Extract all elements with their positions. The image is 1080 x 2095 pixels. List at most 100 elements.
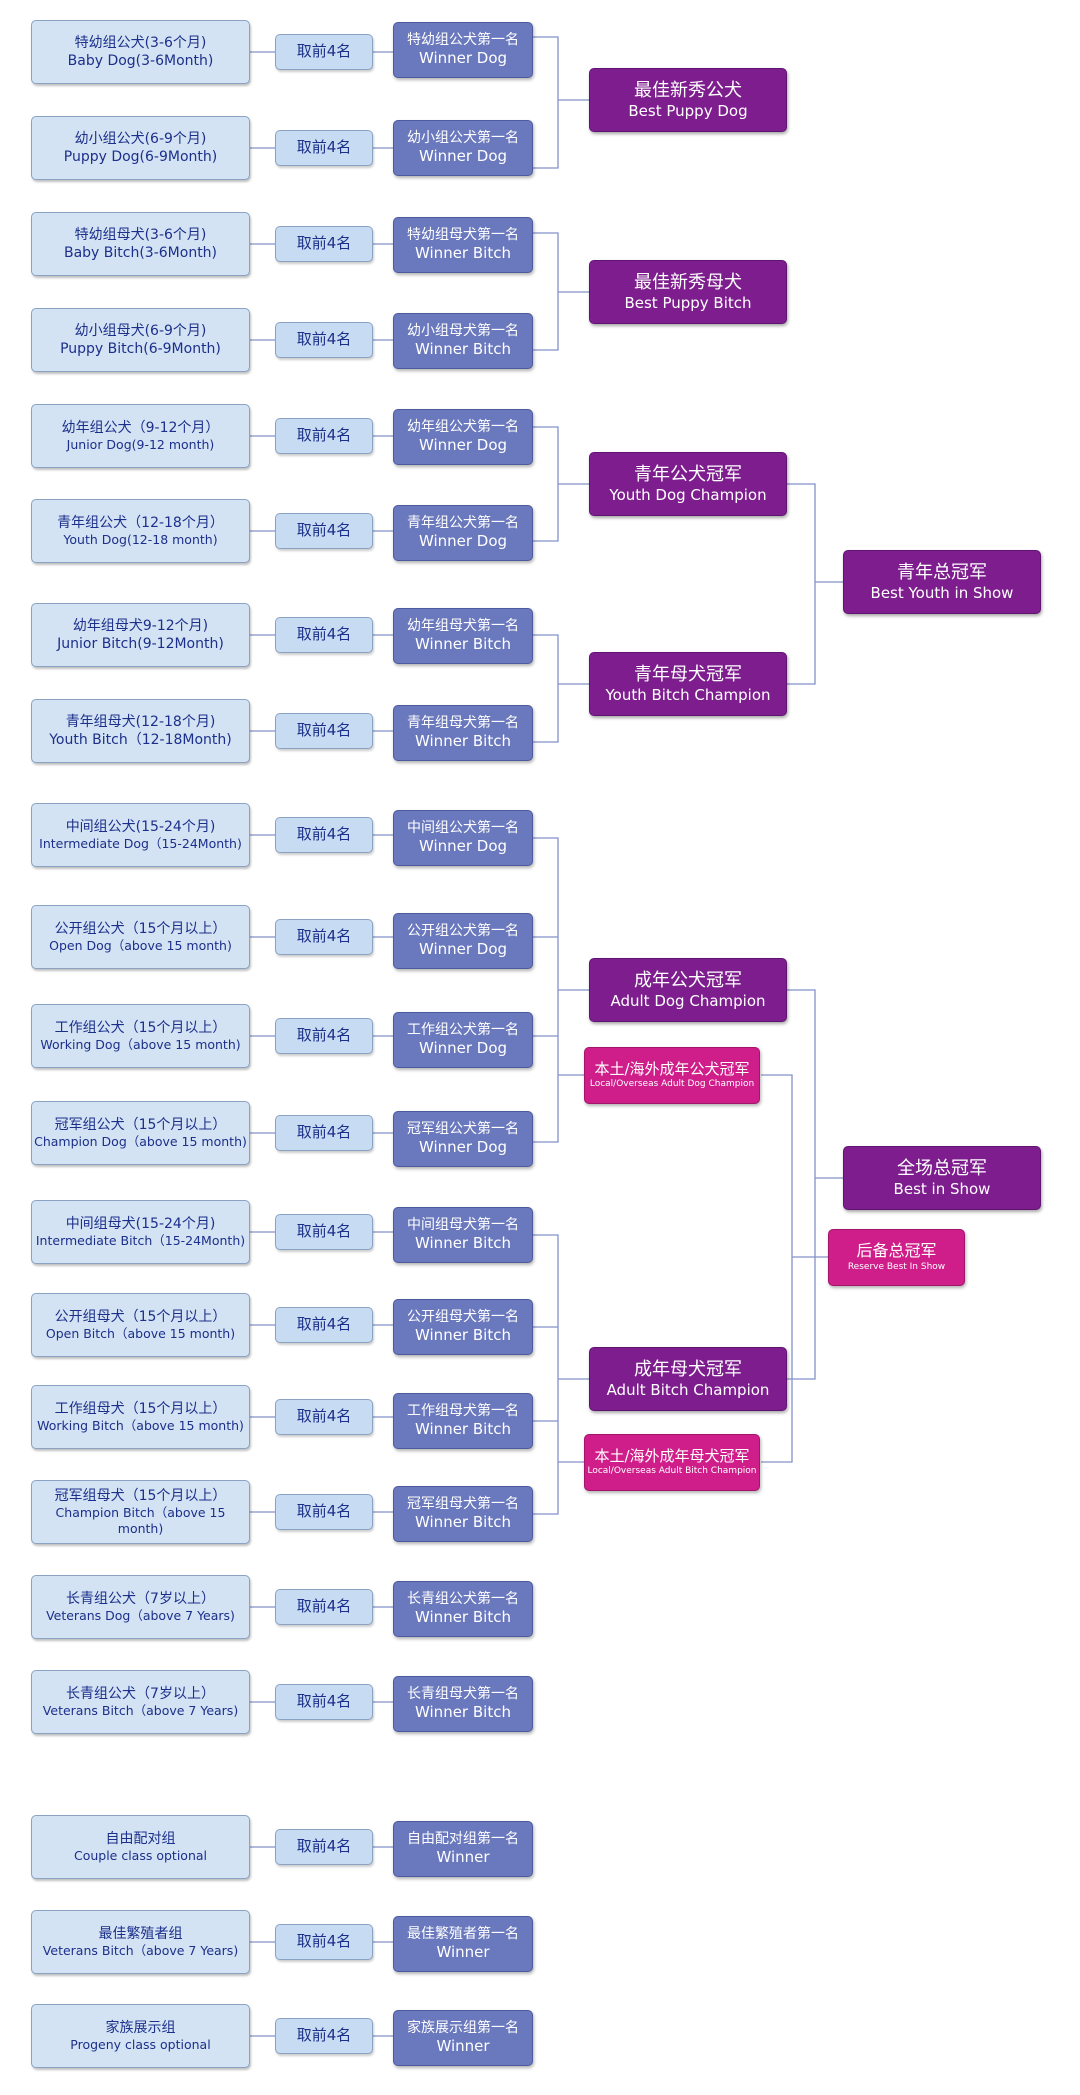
top4-box: 取前4名 bbox=[275, 322, 373, 358]
class-name-cn: 幼小组公犬(6-9个月) bbox=[74, 130, 207, 147]
top4-box: 取前4名 bbox=[275, 919, 373, 955]
winner-title-cn: 中间组母犬第一名 bbox=[407, 1217, 519, 1234]
winner-title-cn: 长青组母犬第一名 bbox=[407, 1686, 519, 1703]
champion-title-cn: 全场总冠军 bbox=[897, 1157, 987, 1179]
class-box-veterans-dog: 长青组公犬（7岁以上）Veterans Dog（above 7 Years) bbox=[31, 1575, 250, 1639]
class-box-baby-bitch: 特幼组母犬(3-6个月)Baby Bitch(3-6Month) bbox=[31, 212, 250, 276]
top4-box: 取前4名 bbox=[275, 1684, 373, 1720]
winner-title-cn: 工作组母犬第一名 bbox=[407, 1403, 519, 1420]
class-name-cn: 中间组公犬(15-24个月) bbox=[65, 818, 216, 835]
winner-title-en: Winner Dog bbox=[418, 940, 508, 959]
class-name-en: Puppy Bitch(6-9Month) bbox=[60, 341, 221, 357]
winner-title-en: Winner Bitch bbox=[415, 635, 511, 654]
class-name-cn: 长青组公犬（7岁以上） bbox=[66, 1590, 215, 1607]
top4-box: 取前4名 bbox=[275, 2018, 373, 2054]
class-name-cn: 幼年组公犬（9-12个月） bbox=[61, 419, 220, 436]
class-box-open-dog: 公开组公犬（15个月以上）Open Dog（above 15 month) bbox=[31, 905, 250, 969]
class-name-en: Veterans Dog（above 7 Years) bbox=[46, 1607, 235, 1623]
class-box-junior-dog: 幼年组公犬（9-12个月）Junior Dog(9-12 month) bbox=[31, 404, 250, 468]
top4-box: 取前4名 bbox=[275, 1829, 373, 1865]
class-name-cn: 特幼组公犬(3-6个月) bbox=[74, 34, 207, 51]
champion-title-en: Best Puppy Dog bbox=[628, 101, 748, 120]
winner-title-cn: 家族展示组第一名 bbox=[407, 2020, 519, 2037]
top4-box: 取前4名 bbox=[275, 418, 373, 454]
class-name-cn: 冠军组公犬（15个月以上） bbox=[54, 1116, 227, 1133]
winner-title-cn: 长青组公犬第一名 bbox=[407, 1591, 519, 1608]
winner-title-en: Winner bbox=[436, 2037, 490, 2056]
top4-box: 取前4名 bbox=[275, 1589, 373, 1625]
class-name-en: Working Bitch（above 15 month) bbox=[37, 1417, 244, 1433]
class-box-baby-dog: 特幼组公犬(3-6个月)Baby Dog(3-6Month) bbox=[31, 20, 250, 84]
winner-title-en: Winner Bitch bbox=[415, 1703, 511, 1722]
top4-box: 取前4名 bbox=[275, 226, 373, 262]
class-box-working-dog: 工作组公犬（15个月以上）Working Dog（above 15 month) bbox=[31, 1004, 250, 1068]
winner-title-en: Winner Bitch bbox=[415, 1326, 511, 1345]
top4-box: 取前4名 bbox=[275, 1307, 373, 1343]
class-name-en: Working Dog（above 15 month) bbox=[40, 1036, 241, 1052]
top4-box: 取前4名 bbox=[275, 817, 373, 853]
class-name-en: Progeny class optional bbox=[70, 2036, 211, 2052]
winner-title-en: Winner Bitch bbox=[415, 732, 511, 751]
champion-title-cn: 青年母犬冠军 bbox=[634, 663, 742, 685]
champion-title-cn: 青年总冠军 bbox=[897, 561, 987, 583]
class-box-champion-dog: 冠军组公犬（15个月以上）Champion Dog（above 15 month… bbox=[31, 1101, 250, 1165]
class-name-en: Junior Dog(9-12 month) bbox=[66, 436, 215, 452]
class-box-youth-bitch: 青年组母犬(12-18个月)Youth Bitch（12-18Month) bbox=[31, 699, 250, 763]
champion-title-en: Youth Bitch Champion bbox=[605, 685, 771, 704]
class-name-cn: 冠军组母犬（15个月以上） bbox=[54, 1487, 227, 1504]
winner-title-en: Winner Dog bbox=[418, 1039, 508, 1058]
top4-box: 取前4名 bbox=[275, 130, 373, 166]
winner-title-cn: 青年组母犬第一名 bbox=[407, 715, 519, 732]
winner-title-cn: 幼小组母犬第一名 bbox=[407, 323, 519, 340]
winner-title-cn: 幼小组公犬第一名 bbox=[407, 130, 519, 147]
winner-title-en: Winner Dog bbox=[418, 49, 508, 68]
winner-title-en: Winner Bitch bbox=[415, 340, 511, 359]
class-name-en: Veterans Bitch（above 7 Years) bbox=[42, 1942, 239, 1958]
champion-title-cn: 最佳新秀公犬 bbox=[634, 79, 742, 101]
winner-title-cn: 公开组母犬第一名 bbox=[407, 1309, 519, 1326]
winner-title-cn: 青年组公犬第一名 bbox=[407, 515, 519, 532]
class-name-en: Champion Bitch（above 15 month) bbox=[55, 1504, 226, 1537]
class-name-cn: 公开组公犬（15个月以上） bbox=[54, 920, 227, 937]
champion-title-en: Reserve Best In Show bbox=[847, 1262, 946, 1273]
champion-title-cn: 青年公犬冠军 bbox=[634, 463, 742, 485]
winner-title-en: Winner bbox=[436, 1943, 490, 1962]
champion-title-cn: 成年母犬冠军 bbox=[634, 1358, 742, 1380]
champion-title-cn: 本土/海外成年公犬冠军 bbox=[594, 1059, 750, 1078]
champion-title-en: Local/Overseas Adult Dog Champion bbox=[589, 1079, 755, 1090]
class-box-intermediate-dog: 中间组公犬(15-24个月)Intermediate Dog（15-24Mont… bbox=[31, 803, 250, 867]
class-name-cn: 最佳繁殖者组 bbox=[98, 1925, 183, 1942]
winner-title-en: Winner Bitch bbox=[415, 1513, 511, 1532]
winner-title-en: Winner Bitch bbox=[415, 244, 511, 263]
top4-box: 取前4名 bbox=[275, 617, 373, 653]
class-name-cn: 中间组母犬(15-24个月) bbox=[65, 1215, 216, 1232]
class-name-en: Open Dog（above 15 month) bbox=[49, 937, 232, 953]
class-name-en: Open Bitch（above 15 month) bbox=[45, 1325, 236, 1341]
champion-title-en: Best Youth in Show bbox=[870, 583, 1014, 602]
champion-title-cn: 本土/海外成年母犬冠军 bbox=[594, 1446, 750, 1465]
class-name-en: Junior Bitch(9-12Month) bbox=[57, 636, 224, 652]
winner-title-cn: 自由配对组第一名 bbox=[407, 1831, 519, 1848]
class-name-en: Youth Dog(12-18 month) bbox=[63, 531, 218, 547]
class-name-cn: 家族展示组 bbox=[105, 2019, 176, 2036]
class-box-puppy-dog: 幼小组公犬(6-9个月) Puppy Dog(6-9Month) bbox=[31, 116, 250, 180]
class-name-en: Puppy Dog(6-9Month) bbox=[63, 149, 218, 165]
